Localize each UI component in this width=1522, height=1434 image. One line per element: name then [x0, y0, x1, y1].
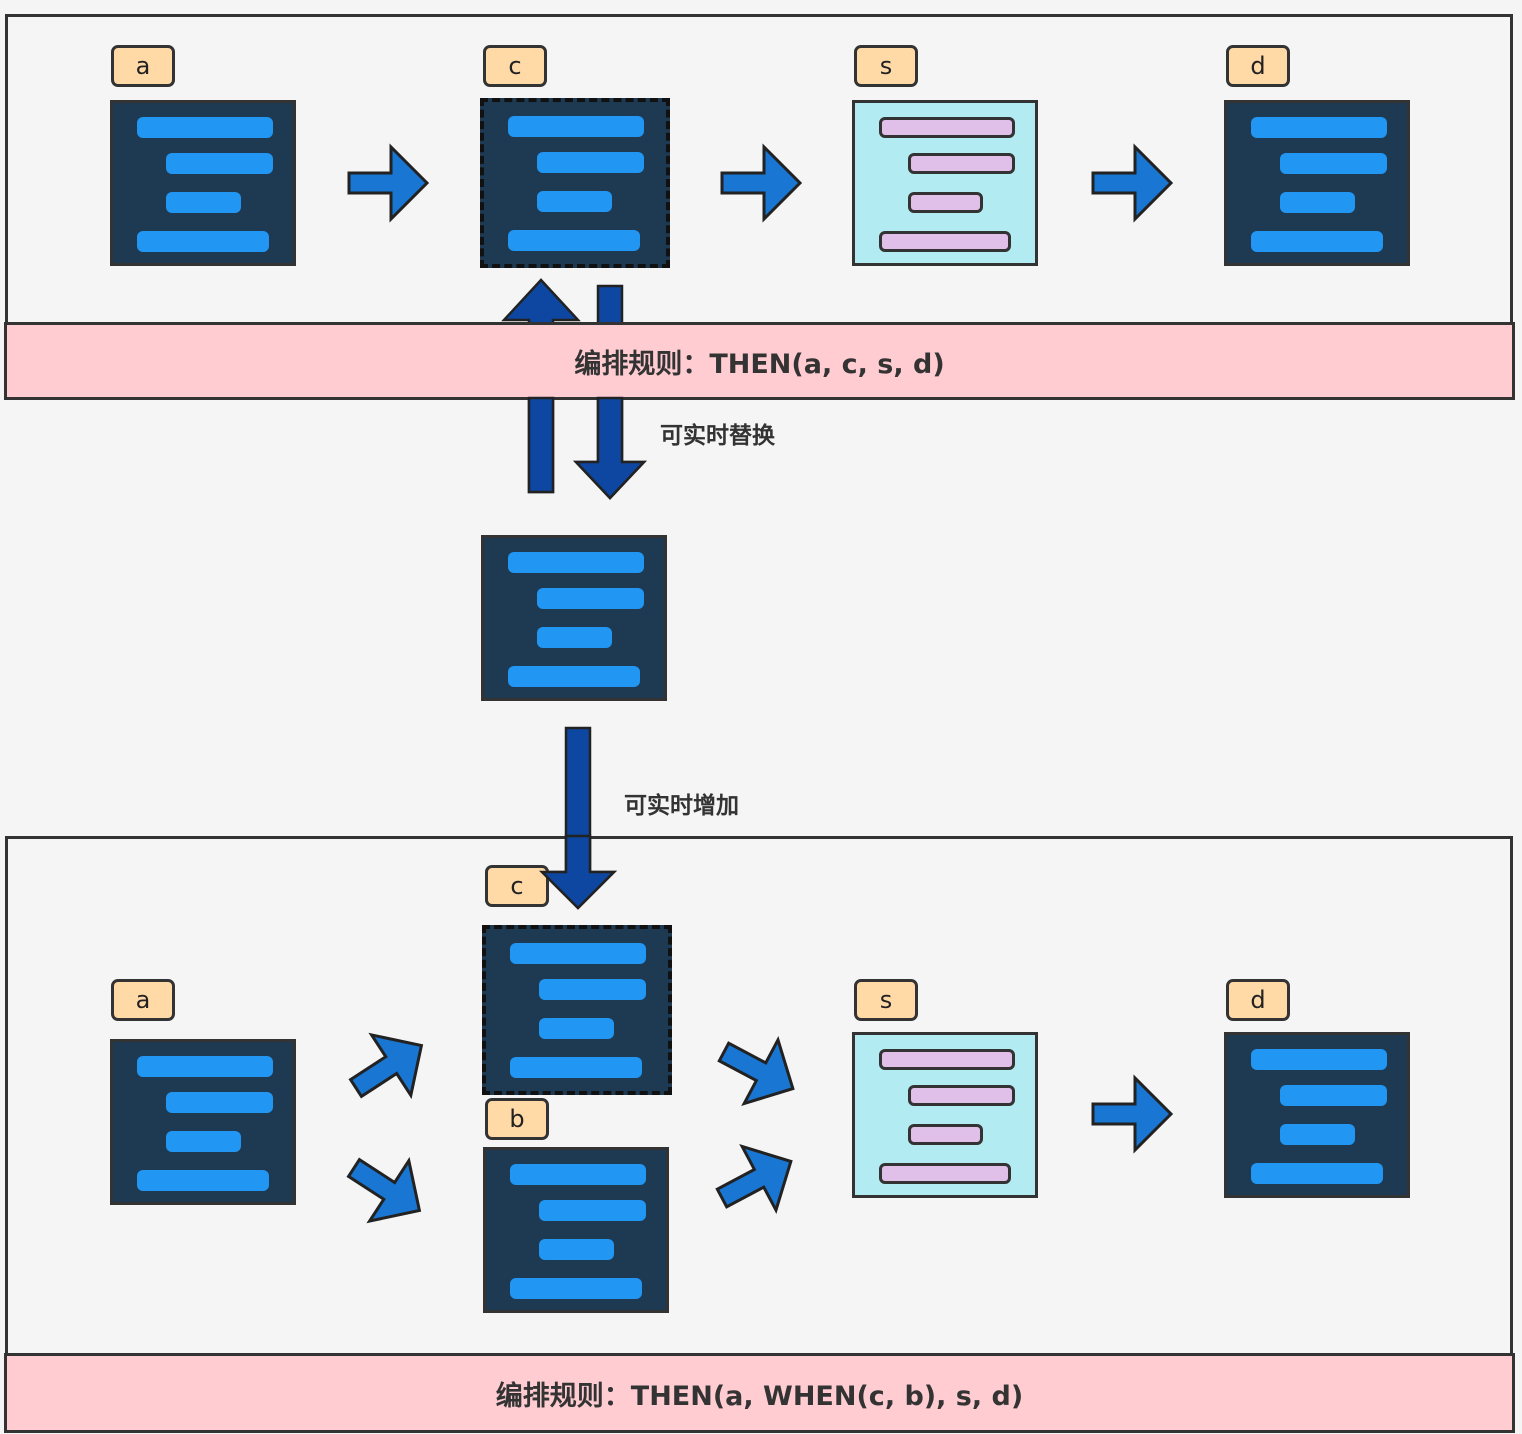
node-bar: [1280, 192, 1355, 213]
node-bar: [539, 979, 646, 1000]
node-bar: [879, 1049, 1015, 1070]
node-bar: [1251, 117, 1387, 138]
node-bar: [1251, 1049, 1387, 1070]
node-replacement: [481, 535, 667, 701]
node-bar: [137, 117, 273, 138]
node-bar: [539, 1239, 614, 1260]
badge-a-bottom: a: [111, 979, 175, 1021]
node-bar: [879, 231, 1011, 252]
node-a-top: [110, 100, 296, 266]
top-rule-label: 编排规则：THEN(a, c, s, d): [574, 348, 945, 380]
replace-label: 可实时替换: [660, 423, 775, 449]
node-bar: [1251, 1163, 1383, 1184]
replace-down-arrow-shaft: [573, 396, 647, 500]
node-bar: [166, 153, 273, 174]
node-bar: [879, 117, 1015, 138]
node-bar: [537, 627, 612, 648]
badge-c-bottom: c: [485, 865, 549, 907]
badge-s-top: s: [854, 45, 918, 87]
badge-a-top: a: [111, 45, 175, 87]
node-bar: [537, 152, 644, 173]
badge-b-bottom: b: [485, 1098, 549, 1140]
node-bar: [908, 1124, 983, 1145]
badge-d-bottom: d: [1226, 979, 1290, 1021]
bottom-rule-label: 编排规则：THEN(a, WHEN(c, b), s, d): [495, 1380, 1024, 1412]
node-bar: [539, 1018, 614, 1039]
badge-c-top: c: [483, 45, 547, 87]
node-bar: [508, 552, 644, 573]
node-bar: [537, 588, 644, 609]
replace-up-arrow-shaft: [527, 396, 555, 494]
node-bar: [879, 1163, 1011, 1184]
node-bar: [908, 153, 1015, 174]
node-bar: [137, 1170, 269, 1191]
node-c-bottom: [482, 925, 672, 1095]
badge-d-top: d: [1226, 45, 1290, 87]
add-arrow-tip: [538, 834, 618, 910]
node-bar: [908, 192, 983, 213]
node-bar: [537, 191, 612, 212]
node-a-bottom: [110, 1039, 296, 1205]
top-rule-banner: 编排规则：THEN(a, c, s, d): [4, 322, 1515, 400]
node-bar: [166, 1131, 241, 1152]
badge-s-bottom: s: [854, 979, 918, 1021]
node-bar: [508, 116, 644, 137]
node-bar: [510, 1057, 642, 1078]
node-bar: [137, 1056, 273, 1077]
node-s-bottom: [852, 1032, 1038, 1198]
bottom-rule-banner: 编排规则：THEN(a, WHEN(c, b), s, d): [4, 1353, 1515, 1433]
node-bar: [166, 1092, 273, 1113]
node-bar: [137, 231, 269, 252]
add-label: 可实时增加: [624, 793, 739, 819]
node-bar: [1280, 1085, 1387, 1106]
node-b-bottom: [483, 1147, 669, 1313]
node-bar: [1280, 153, 1387, 174]
node-c-top: [480, 98, 670, 268]
node-bar: [508, 666, 640, 687]
node-bar: [1280, 1124, 1355, 1145]
node-bar: [539, 1200, 646, 1221]
node-bar: [510, 1164, 646, 1185]
node-bar: [510, 943, 646, 964]
node-bar: [1251, 231, 1383, 252]
node-bar: [908, 1085, 1015, 1106]
node-d-bottom: [1224, 1032, 1410, 1198]
node-bar: [510, 1278, 642, 1299]
node-d-top: [1224, 100, 1410, 266]
node-bar: [166, 192, 241, 213]
node-s-top: [852, 100, 1038, 266]
node-bar: [508, 230, 640, 251]
